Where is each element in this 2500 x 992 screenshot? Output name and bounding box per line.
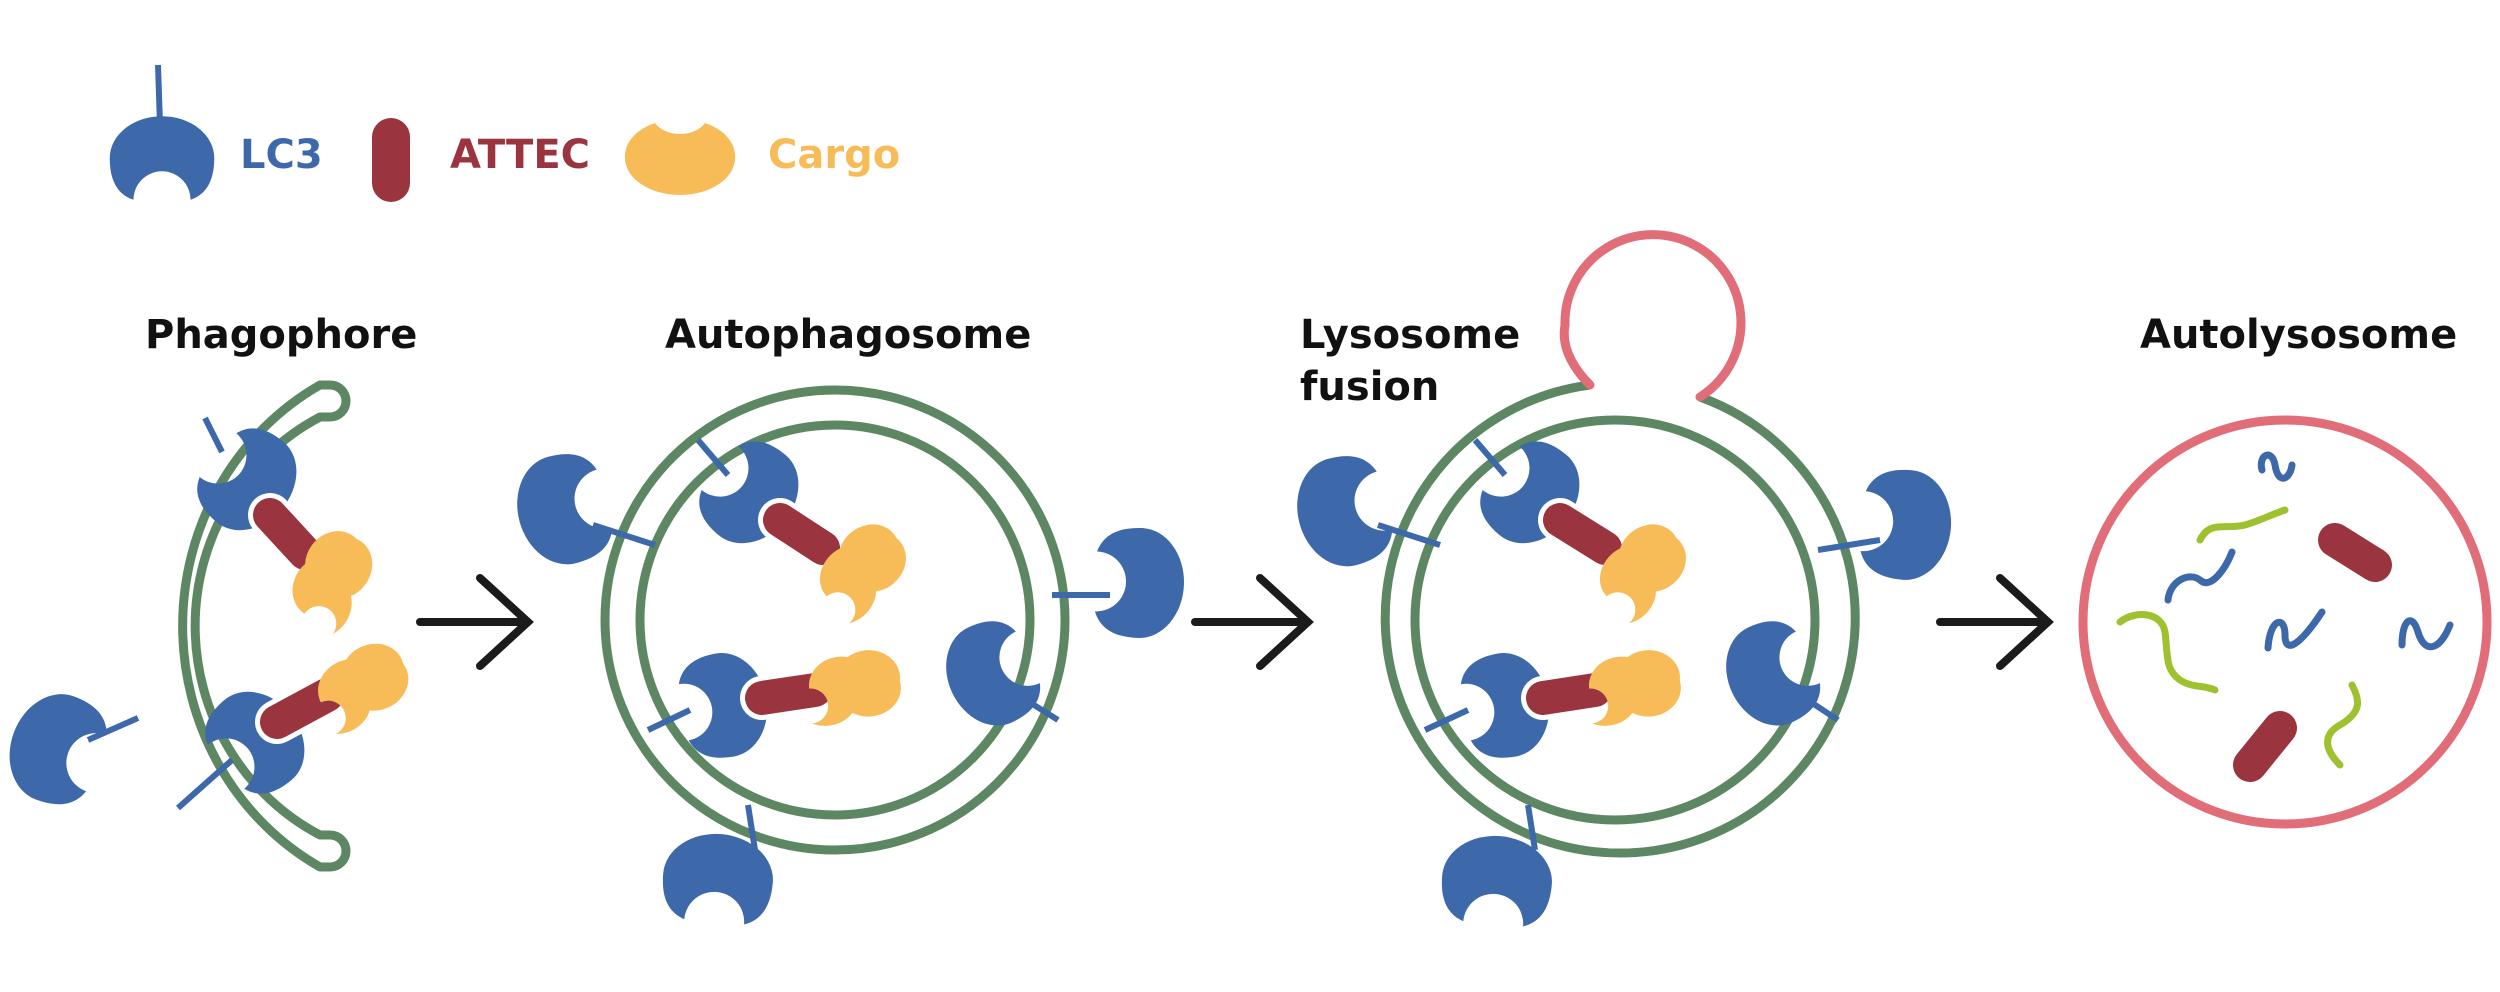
arrow-icon xyxy=(1936,574,2054,670)
lysosome-fusion xyxy=(1285,230,1956,929)
legend-cargo-label: Cargo xyxy=(768,132,900,178)
phagophore xyxy=(0,380,421,872)
attec-icon xyxy=(253,498,322,570)
lc3-tether xyxy=(592,522,656,548)
lc3-tether xyxy=(1525,804,1538,851)
lc3-fragment xyxy=(2264,608,2326,652)
cargo-fragment xyxy=(2116,611,2219,694)
lc3-icon xyxy=(1285,447,1399,577)
lc3-tether xyxy=(745,804,758,851)
phagophore-membrane xyxy=(178,380,351,872)
attec-icon xyxy=(763,503,840,565)
legend-cargo: Cargo xyxy=(624,123,900,195)
lc3-tether xyxy=(1472,438,1508,477)
legend-attec-label: ATTEC xyxy=(450,132,590,178)
legend-attec: ATTEC xyxy=(372,118,590,202)
lc3-tether xyxy=(695,438,731,477)
attec-icon xyxy=(2318,523,2392,582)
cargo-icon xyxy=(306,633,421,738)
lc3-fragment xyxy=(2398,617,2454,651)
lc3-icon xyxy=(1438,831,1556,929)
autophagosome xyxy=(505,385,1186,927)
cargo-fragment xyxy=(2324,681,2362,769)
lc3-anchor-line xyxy=(155,64,163,126)
autolysosome-membrane xyxy=(2078,415,2492,829)
legend: LC3 ATTEC Cargo xyxy=(109,64,900,202)
cargo-icon xyxy=(1586,647,1684,728)
lc3-icon xyxy=(505,445,619,575)
stage-label-autophagosome: Autophagosome xyxy=(665,312,1031,358)
lc3-tether xyxy=(646,707,692,733)
outer-membrane xyxy=(1380,380,1860,858)
autolysosome xyxy=(2078,415,2492,829)
stage-label-lysosome-fusion-1: Lysosome xyxy=(1300,312,1520,358)
attec-icon xyxy=(2233,711,2297,782)
stage-label-phagophore: Phagophore xyxy=(145,312,417,358)
lc3-fragment xyxy=(2257,451,2296,482)
lc3-icon xyxy=(0,681,116,815)
attec-icon xyxy=(1543,503,1622,565)
lc3-icon xyxy=(109,116,215,200)
lc3-icon xyxy=(1858,466,1956,584)
lc3-fragment xyxy=(2164,548,2236,604)
arrow-icon xyxy=(416,574,534,670)
arrow-icon xyxy=(1191,574,1314,670)
cargo-fragment xyxy=(2196,506,2289,544)
inner-membrane xyxy=(635,420,1035,820)
attec-icon xyxy=(260,678,344,739)
cargo-icon xyxy=(806,647,904,728)
attec-icon xyxy=(372,118,410,202)
outer-membrane xyxy=(600,385,1070,855)
lc3-tether xyxy=(86,715,140,743)
attec-icon xyxy=(745,673,832,715)
legend-lc3: LC3 xyxy=(109,64,323,200)
lc3-tether xyxy=(176,757,234,811)
lc3-tether xyxy=(1423,707,1470,733)
lysosome-membrane xyxy=(1559,230,1746,402)
attec-icon xyxy=(1526,673,1612,715)
inner-membrane xyxy=(1410,415,1820,825)
lc3-tether xyxy=(202,416,225,454)
lc3-tether xyxy=(1377,522,1441,548)
lc3-icon xyxy=(659,829,777,927)
stage-label-autolysosome: Autolysosome xyxy=(2140,312,2457,358)
lc3-tether xyxy=(1817,537,1881,553)
legend-lc3-label: LC3 xyxy=(240,132,323,178)
cargo-icon xyxy=(624,123,736,195)
stage-label-lysosome-fusion-2: fusion xyxy=(1300,364,1439,410)
lc3-icon xyxy=(1094,526,1186,640)
